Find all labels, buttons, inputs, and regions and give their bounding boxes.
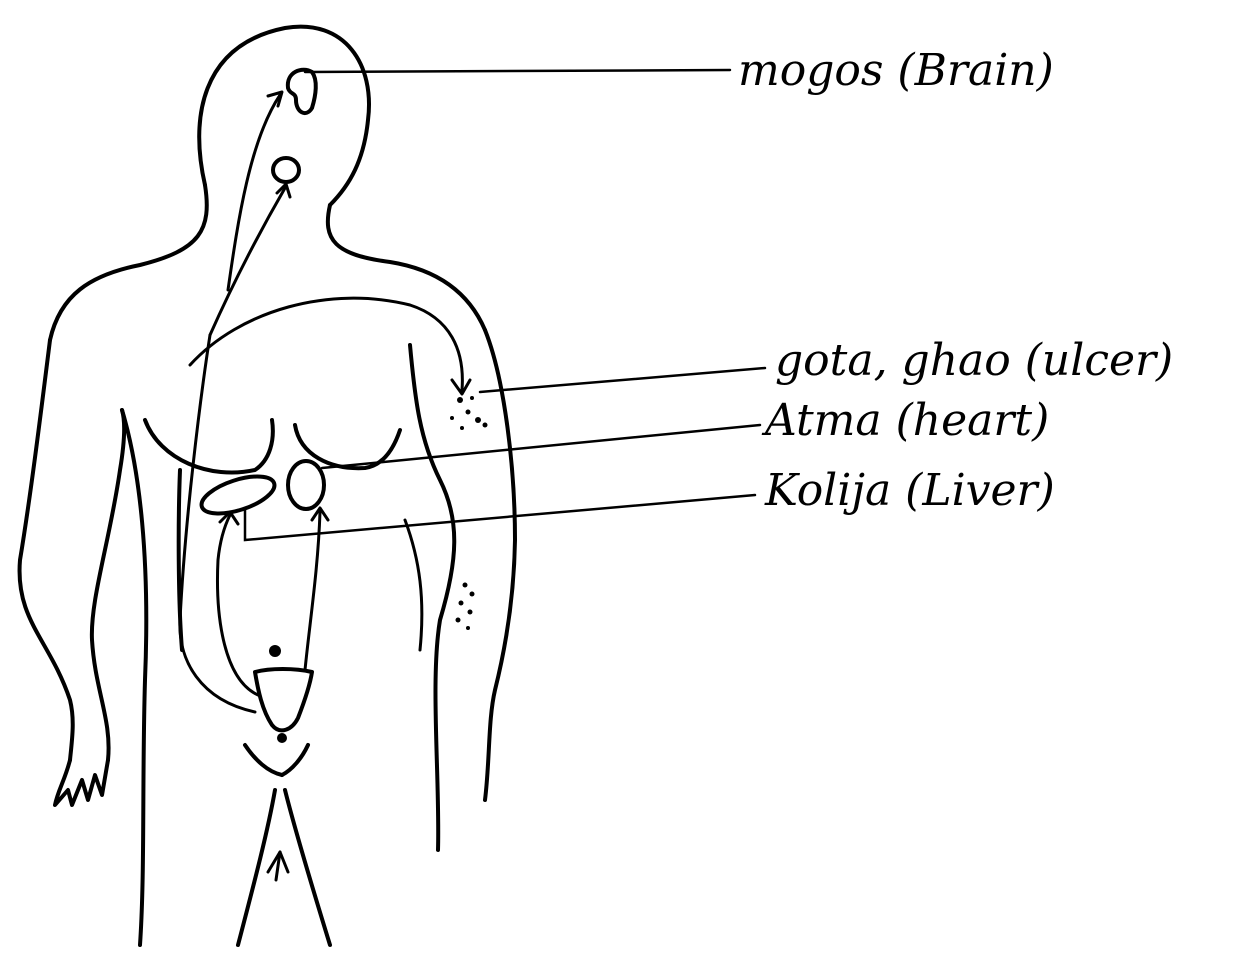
left-hand [55,760,108,805]
right-arm-inner [405,520,422,650]
groin-right [282,745,308,775]
left-torso-side [122,410,146,945]
leader-heart [322,425,760,468]
left-arm-inner [92,410,124,760]
brain-organ [288,70,316,113]
pelvis-dot [277,733,287,743]
heart-organ [288,461,324,509]
label-heart: Atma (heart) [761,395,1049,446]
left-arm-outer [20,340,73,760]
right-torso-side [410,345,454,850]
ulcer-marks [450,396,488,630]
pathway-to-liver [217,515,258,695]
head-outline [199,27,369,205]
throat-organ [273,158,299,182]
labels: mogos (Brain) gota, ghao (ulcer) Atma (h… [738,45,1173,516]
pathway-left-trunk [180,335,255,712]
leader-ulcer [480,368,765,392]
right-leg-inner [285,790,330,945]
left-shoulder [50,185,207,340]
liver-organ [197,469,279,521]
organs [197,70,324,743]
pathway-to-brain [228,95,280,290]
left-pectoral [145,420,273,473]
label-brain: mogos (Brain) [738,45,1054,96]
label-ulcer: gota, ghao (ulcer) [775,335,1173,386]
right-arm-outer [485,330,515,800]
pathway-chest-arc [190,298,462,390]
leader-brain [305,70,730,72]
navel [269,645,281,657]
leader-liver [245,495,755,540]
stomach-organ [255,669,312,730]
label-liver: Kolija (Liver) [764,465,1055,516]
body-outline [20,27,515,945]
right-shoulder [328,205,485,330]
leader-lines [245,70,765,540]
groin-left [245,745,282,775]
